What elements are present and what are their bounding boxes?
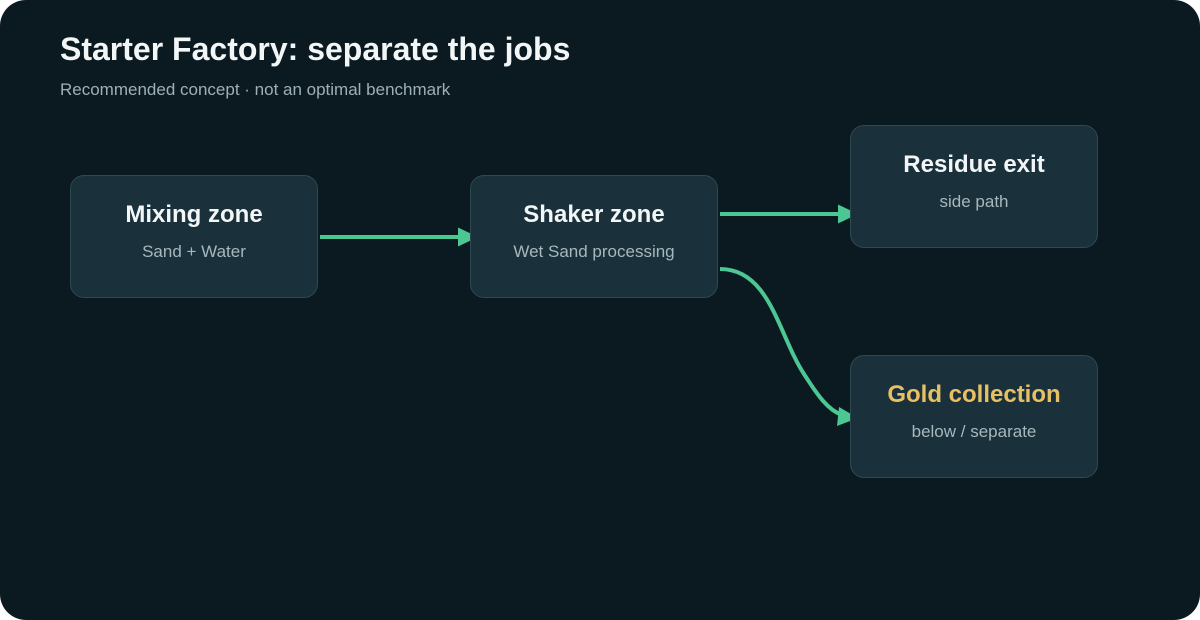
arrowhead-mixing-to-shaker bbox=[458, 227, 478, 247]
arrowhead-shaker-to-residue bbox=[838, 204, 858, 224]
node-residue-exit-subtitle: side path bbox=[939, 192, 1009, 211]
node-shaker-zone-subtitle: Wet Sand processing bbox=[513, 242, 675, 261]
node-mixing-zone: Mixing zone Sand + Water bbox=[70, 175, 318, 298]
node-shaker-zone: Shaker zone Wet Sand processing bbox=[470, 175, 718, 298]
arrowhead-shaker-to-gold bbox=[837, 407, 858, 426]
page-subtitle: Recommended concept · not an optimal ben… bbox=[60, 80, 451, 99]
node-mixing-zone-title: Mixing zone bbox=[125, 201, 263, 228]
node-gold-collection: Gold collection below / separate bbox=[850, 355, 1098, 478]
node-residue-exit-title: Residue exit bbox=[903, 151, 1045, 178]
node-mixing-zone-subtitle: Sand + Water bbox=[142, 242, 246, 261]
arrow-shaker-to-gold bbox=[719, 267, 843, 417]
node-residue-exit: Residue exit side path bbox=[850, 125, 1098, 248]
node-shaker-zone-title: Shaker zone bbox=[523, 201, 665, 228]
node-gold-collection-title: Gold collection bbox=[887, 381, 1061, 408]
page-title: Starter Factory: separate the jobs bbox=[60, 31, 571, 67]
node-gold-collection-subtitle: below / separate bbox=[911, 422, 1037, 441]
